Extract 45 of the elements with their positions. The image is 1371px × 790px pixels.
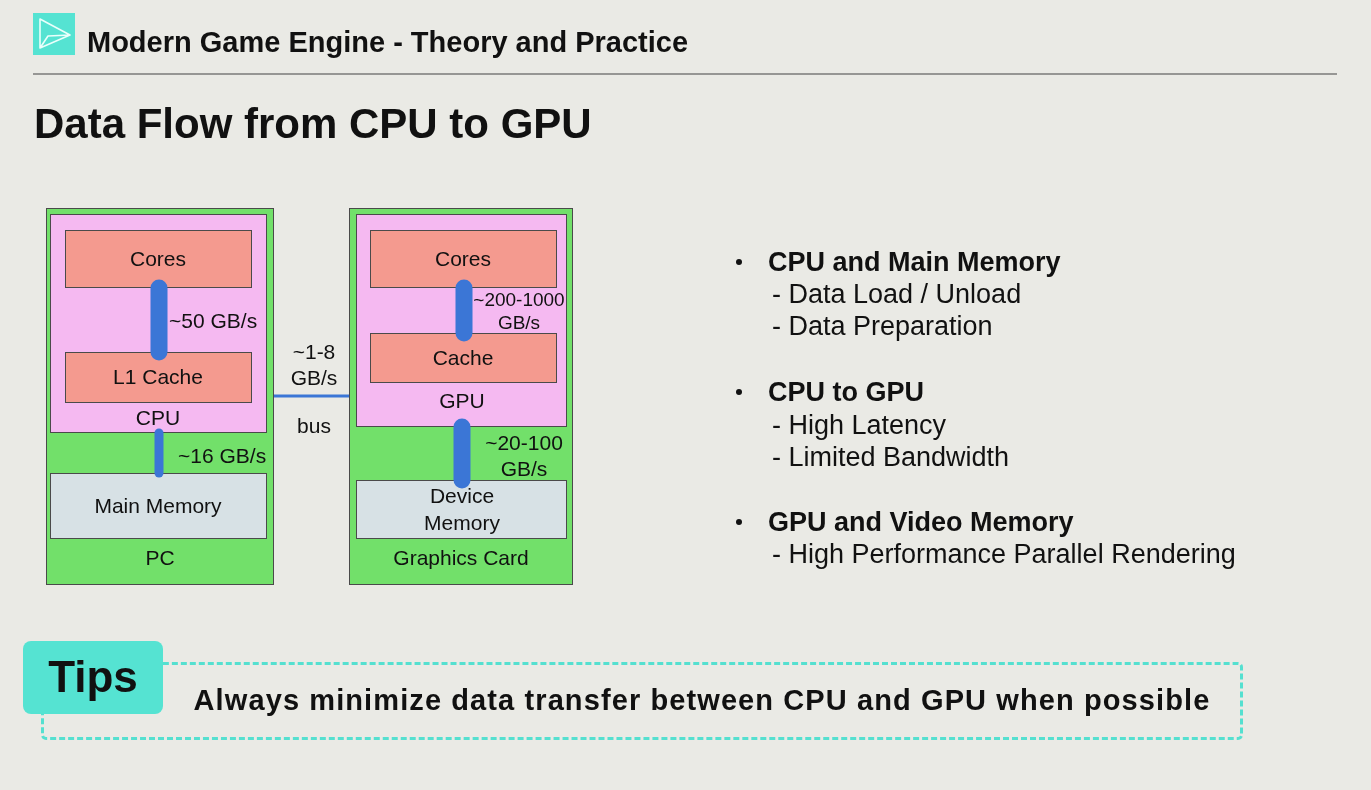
cores-block xyxy=(370,230,557,288)
chip-label: CPU xyxy=(135,405,181,431)
graphics-card-panel xyxy=(349,208,573,585)
tips-badge xyxy=(23,641,163,714)
memory-block xyxy=(50,473,267,539)
edge-label: ~50 GB/s xyxy=(169,308,258,334)
edge-label: ~1-8 GB/s xyxy=(289,339,339,391)
dashed-tip-frame xyxy=(41,662,1243,740)
unit-label: Cores xyxy=(435,246,491,272)
cpu-panel xyxy=(50,214,267,433)
chip-label: GPU xyxy=(439,388,485,414)
header-title: Modern Game Engine - Theory and Practice xyxy=(87,25,689,60)
memory-block xyxy=(356,480,567,539)
bullet-heading: CPU and Main Memory xyxy=(768,246,1061,279)
slide-title: Data Flow from CPU to GPU xyxy=(34,99,592,149)
cores-block xyxy=(65,230,252,288)
bullet-item: - Limited Bandwidth xyxy=(772,441,1010,474)
bullet-item: - Data Preparation xyxy=(772,310,993,343)
panel-label: PC xyxy=(145,545,175,571)
memory-label: Device Memory xyxy=(423,483,501,536)
edge-label: ~20-100 GB/s xyxy=(484,430,564,482)
unit-label: Cache xyxy=(432,345,494,371)
bus-line xyxy=(274,394,349,398)
bandwidth-bar xyxy=(150,279,168,361)
unit-label: Cores xyxy=(130,246,186,272)
panel-label: Graphics Card xyxy=(393,545,529,571)
edge-label: ~16 GB/s xyxy=(178,443,267,469)
gpu-panel xyxy=(356,214,567,427)
memory-label: Main Memory xyxy=(94,493,222,519)
bullet-heading: GPU and Video Memory xyxy=(768,506,1074,539)
tip-text: Always minimize data transfer between CPU and GPU when possible xyxy=(193,683,1211,718)
tips-label: Tips xyxy=(48,651,138,703)
bandwidth-bar xyxy=(453,418,471,489)
bandwidth-bar xyxy=(154,428,164,478)
cache-block xyxy=(370,333,557,383)
cache-block xyxy=(65,352,252,403)
bus-label: bus xyxy=(297,413,331,439)
unit-label: L1 Cache xyxy=(113,364,203,390)
bullet-item: - High Latency xyxy=(772,409,947,442)
bullet-item: - Data Load / Unload xyxy=(772,278,1022,311)
edge-label: ~200-1000 GB/s xyxy=(472,288,566,334)
bandwidth-bar xyxy=(455,279,473,342)
bullet-heading: CPU to GPU xyxy=(768,376,924,409)
bullet-item: - High Performance Parallel Rendering xyxy=(772,538,1236,571)
pc-panel xyxy=(46,208,274,585)
